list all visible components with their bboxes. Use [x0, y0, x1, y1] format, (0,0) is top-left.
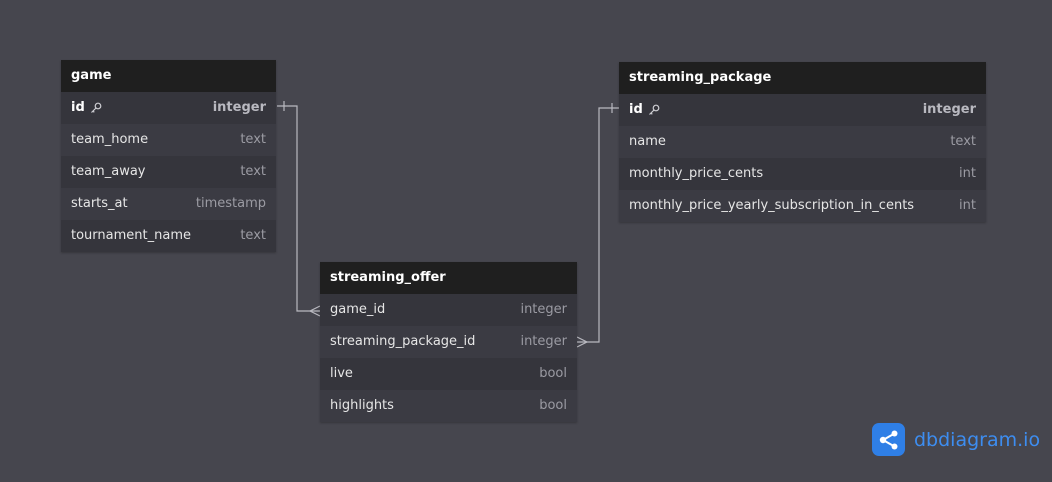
table-streaming-offer[interactable]: streaming_offer game_id integer streamin…	[320, 262, 577, 422]
brand-name: dbdiagram.io	[914, 428, 1041, 451]
column-type: int	[959, 166, 976, 181]
column-type: text	[240, 132, 266, 147]
column-name-cell: id	[629, 94, 660, 126]
column-type: bool	[539, 398, 567, 413]
column-name: name	[629, 134, 666, 149]
column-row-starts-at[interactable]: starts_at timestamp	[61, 188, 276, 220]
table-header-streaming-offer[interactable]: streaming_offer	[320, 262, 577, 294]
key-icon	[90, 102, 102, 113]
column-name: id	[71, 100, 85, 115]
column-name: highlights	[330, 398, 394, 413]
column-type: text	[950, 134, 976, 149]
many-marker	[576, 336, 589, 348]
column-row-id[interactable]: id integer	[61, 92, 276, 124]
column-type: text	[240, 228, 266, 243]
column-type: text	[240, 164, 266, 179]
brand-logo[interactable]: dbdiagram.io	[872, 423, 1040, 456]
column-name: team_home	[71, 132, 149, 147]
table-game[interactable]: game id integer team_home text team_away…	[61, 60, 276, 252]
column-type: bool	[539, 366, 567, 381]
column-row-id[interactable]: id integer	[619, 94, 986, 126]
column-row-team-home[interactable]: team_home text	[61, 124, 276, 156]
column-name: streaming_package_id	[330, 334, 476, 349]
column-name: game_id	[330, 302, 386, 317]
column-row-tournament-name[interactable]: tournament_name text	[61, 220, 276, 252]
column-type: integer	[520, 334, 567, 349]
column-name: team_away	[71, 164, 146, 179]
column-name-cell: id	[71, 92, 102, 124]
column-row-streaming-package-id[interactable]: streaming_package_id integer	[320, 326, 577, 358]
column-name: id	[629, 102, 643, 117]
column-name: live	[330, 366, 353, 381]
column-name: monthly_price_yearly_subscription_in_cen…	[629, 198, 915, 213]
column-name: starts_at	[71, 196, 128, 211]
column-type: timestamp	[195, 196, 266, 211]
table-streaming-package[interactable]: streaming_package id integer name text m…	[619, 62, 986, 222]
table-header-streaming-package[interactable]: streaming_package	[619, 62, 986, 94]
relation-game-to-offer[interactable]	[277, 101, 321, 317]
column-row-highlights[interactable]: highlights bool	[320, 390, 577, 422]
column-type: int	[959, 198, 976, 213]
column-type: integer	[922, 102, 976, 117]
column-row-game-id[interactable]: game_id integer	[320, 294, 577, 326]
column-row-name[interactable]: name text	[619, 126, 986, 158]
table-header-game[interactable]: game	[61, 60, 276, 92]
column-name: tournament_name	[71, 228, 191, 243]
column-row-team-away[interactable]: team_away text	[61, 156, 276, 188]
column-row-monthly-price-cents[interactable]: monthly_price_cents int	[619, 158, 986, 190]
column-name: monthly_price_cents	[629, 166, 764, 181]
share-nodes-icon	[872, 423, 905, 456]
column-type: integer	[520, 302, 567, 317]
column-row-live[interactable]: live bool	[320, 358, 577, 390]
relation-package-to-offer[interactable]	[576, 103, 619, 348]
column-type: integer	[212, 100, 266, 115]
column-row-monthly-price-yearly-subscription-in-cents[interactable]: monthly_price_yearly_subscription_in_cen…	[619, 190, 986, 222]
key-icon	[648, 104, 660, 115]
many-marker	[308, 305, 321, 317]
